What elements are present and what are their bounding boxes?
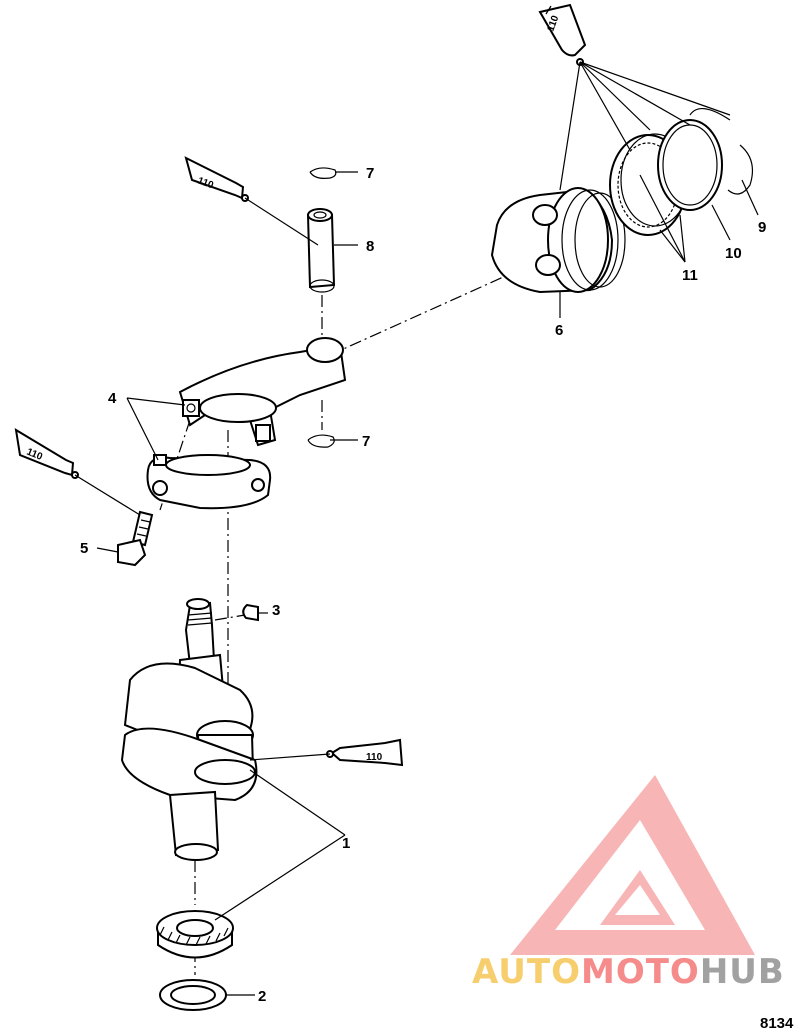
piston — [490, 187, 626, 294]
callout-3: 3 — [272, 602, 280, 619]
svg-text:110: 110 — [196, 175, 215, 191]
callout-5: 5 — [80, 540, 88, 557]
sealant-tube-3: 110 — [14, 428, 79, 479]
thrust-washer — [159, 979, 227, 1011]
svg-text:110: 110 — [366, 752, 383, 763]
callout-1: 1 — [342, 835, 350, 852]
piston-ring-9 — [689, 108, 753, 195]
piston-pin — [306, 208, 336, 293]
watermark-text: AUTOMOTOHUB — [472, 952, 785, 992]
watermark-auto: AUTO — [472, 952, 581, 992]
svg-text:AUTOMOTOHUB: AUTOMOTOHUB — [472, 952, 785, 992]
svg-text:110: 110 — [545, 14, 561, 33]
callout-6: 6 — [555, 322, 563, 339]
piston-ring-10 — [657, 119, 723, 211]
rod-bolt — [117, 510, 154, 567]
callout-4: 4 — [108, 390, 117, 407]
sealant-tube-4: 110 — [326, 738, 404, 767]
sealant-tube-1: 110 — [538, 3, 587, 66]
callout-10: 10 — [725, 245, 742, 262]
watermark-hub: HUB — [700, 952, 785, 992]
callout-11: 11 — [682, 267, 698, 284]
pin-retaining-ring-top — [309, 167, 337, 179]
assembly-lines — [159, 264, 531, 975]
woodruff-key — [242, 603, 259, 622]
figure-number: 8134 — [760, 1015, 794, 1032]
callout-9: 9 — [758, 219, 766, 236]
callout-8: 8 — [366, 238, 374, 255]
callout-7a: 7 — [366, 165, 374, 182]
sealant-tube-2: 110 — [184, 156, 249, 202]
leader-lines — [74, 61, 759, 996]
pin-retaining-ring-bottom — [307, 434, 335, 448]
callout-2: 2 — [258, 988, 266, 1005]
callout-labels: 7 8 7 4 5 3 1 2 6 9 10 11 — [80, 165, 766, 1005]
crankshaft — [120, 598, 258, 861]
watermark-logo — [510, 775, 755, 955]
callout-7b: 7 — [362, 433, 370, 450]
crankshaft-gear — [156, 910, 234, 959]
connecting-rod — [178, 337, 347, 447]
rod-cap — [146, 454, 272, 510]
watermark-moto: MOTO — [581, 952, 700, 992]
